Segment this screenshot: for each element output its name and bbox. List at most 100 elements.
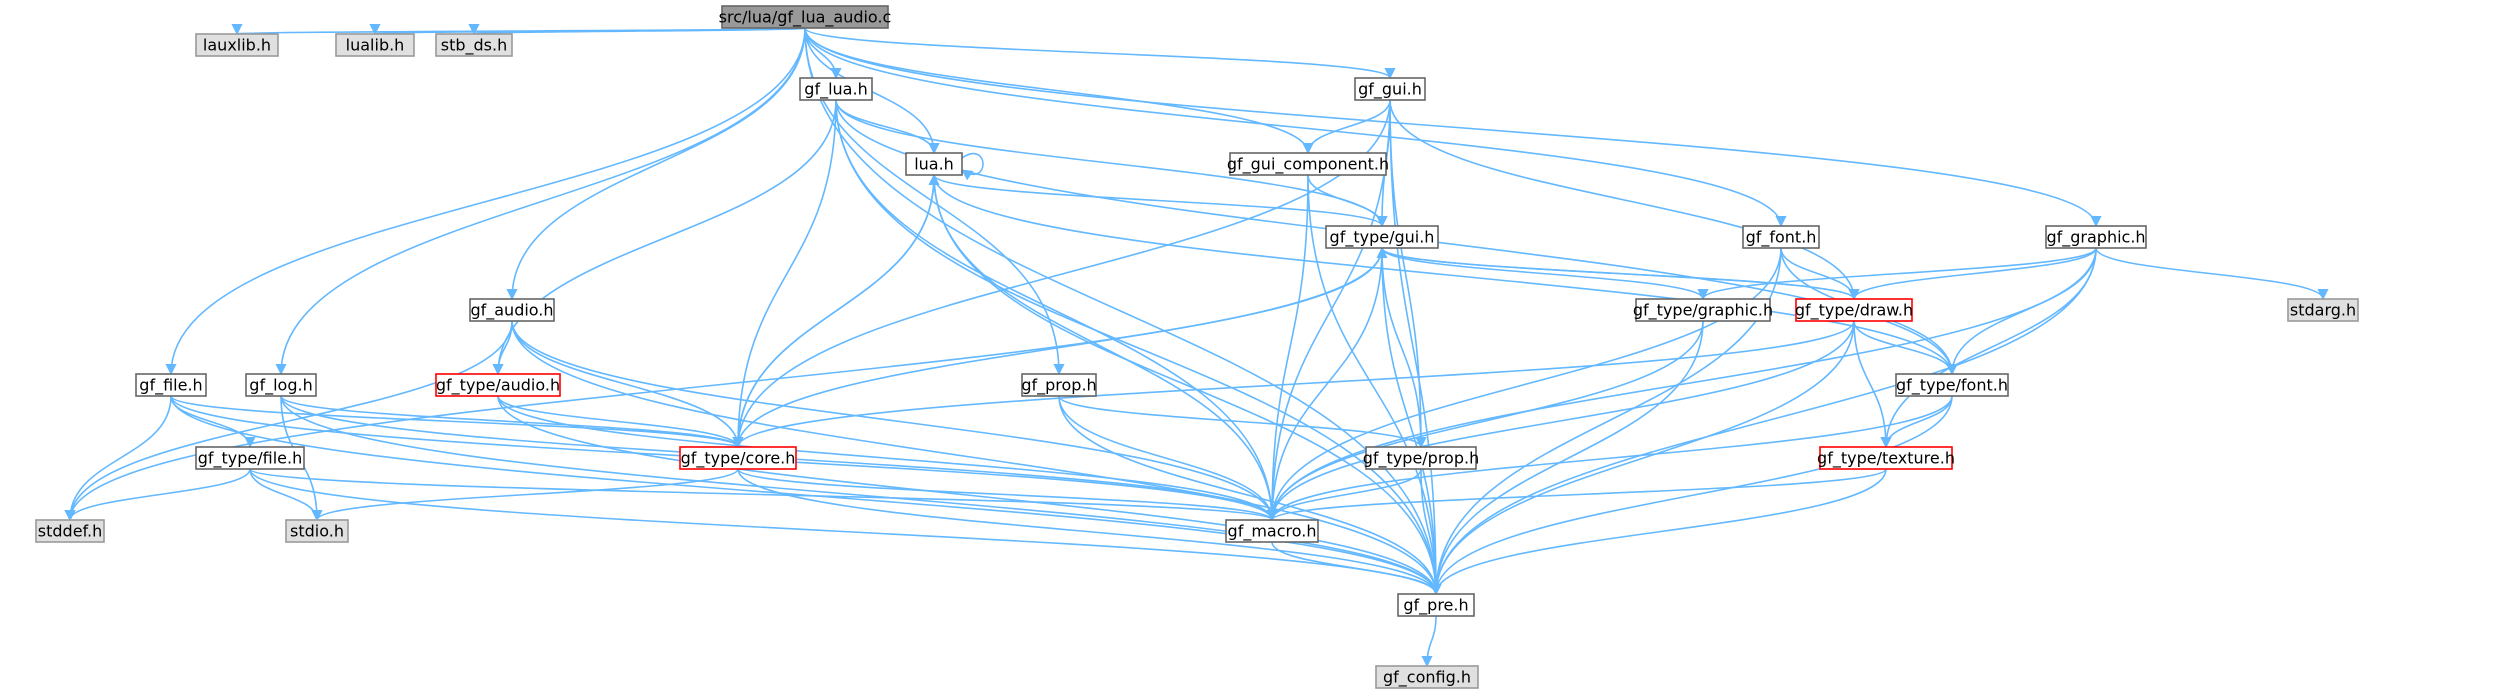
node-box xyxy=(1225,519,1319,543)
node-stb-ds-h: stb_ds.h xyxy=(435,33,513,57)
node-box xyxy=(1021,373,1097,397)
node-lauxlib-h: lauxlib.h xyxy=(195,33,279,57)
node-gf-type-audio-h[interactable]: gf_type/audio.h xyxy=(435,373,561,397)
edge-gf_type_audio_h-to-gf_pre_h xyxy=(497,395,1442,596)
edge-gf_lua_h-to-gf_type_core_h xyxy=(732,99,837,449)
edge-gf_audio_h-to-gf_macro_h xyxy=(511,320,1278,522)
node-label: gf_type/graphic.h xyxy=(1633,301,1773,321)
edge-gf_file_h-to-stddef_h xyxy=(64,395,172,522)
node-label: stb_ds.h xyxy=(441,36,507,56)
edge-gf_lua_h-to-gf_pre_h xyxy=(835,99,1442,596)
node-box xyxy=(1895,373,2009,397)
node-gf-type-file-h[interactable]: gf_type/file.h xyxy=(195,446,305,470)
node-gf-type-core-h[interactable]: gf_type/core.h xyxy=(679,446,797,470)
node-label: gf_pre.h xyxy=(1403,596,1468,616)
edge-gf_type_core_h-to-lua_h xyxy=(737,173,940,448)
edge-gf_gui_h-to-gf_pre_h xyxy=(1389,99,1442,596)
node-box xyxy=(799,77,873,101)
node-lualib-h: lualib.h xyxy=(335,33,415,57)
edge-lua_h-to-gf_pre_h xyxy=(933,174,1442,596)
edge-src_lua_gf_lua_audio_c-to-gf_gui_component_h xyxy=(804,27,1314,155)
node-gf-type-prop-h[interactable]: gf_type/prop.h xyxy=(1363,446,1479,470)
edge-gf_graphic_h-to-gf_pre_h xyxy=(1430,247,2097,596)
edge-src_lua_gf_lua_audio_c-to-gf_font_h xyxy=(804,27,1787,228)
node-gf-log-h[interactable]: gf_log.h xyxy=(245,373,317,397)
node-gf-gui-component-h[interactable]: gf_gui_component.h xyxy=(1227,152,1389,176)
node-gf-file-h[interactable]: gf_file.h xyxy=(135,373,207,397)
node-gf-pre-h[interactable]: gf_pre.h xyxy=(1397,593,1475,617)
node-label: lua.h xyxy=(914,155,954,174)
dependency-edges xyxy=(64,23,2329,668)
file-nodes: src/lua/gf_lua_audio.c lauxlib.h lualib.h s… xyxy=(35,5,2359,689)
node-box xyxy=(721,5,889,29)
node-gf-prop-h[interactable]: gf_prop.h xyxy=(1021,373,1097,397)
node-src-lua-gf-lua-audio-c: src/lua/gf_lua_audio.c xyxy=(719,5,891,29)
node-box xyxy=(1229,152,1387,176)
edge-gf_type_file_h-to-gf_macro_h xyxy=(249,468,1278,522)
node-label: gf_type/core.h xyxy=(681,449,796,469)
node-box xyxy=(1375,665,1479,689)
node-gf-audio-h[interactable]: gf_audio.h xyxy=(469,298,555,322)
node-gf-macro-h[interactable]: gf_macro.h xyxy=(1225,519,1319,543)
node-box xyxy=(1397,593,1475,617)
edge-src_lua_gf_lua_audio_c-to-gf_audio_h xyxy=(506,27,806,301)
edge-src_lua_gf_lua_audio_c-to-gf_file_h xyxy=(165,27,806,376)
node-box xyxy=(1365,446,1477,470)
node-stdarg-h: stdarg.h xyxy=(2287,298,2359,322)
edge-gf_type_draw_h-to-gf_pre_h xyxy=(1430,320,1855,596)
edge-gf_type_prop_h-to-gf_pre_h xyxy=(1420,468,1442,596)
edge-gf_type_core_h-to-stdio_h xyxy=(311,468,739,522)
edge-gf_type_gui_h-to-gf_type_graphic_h xyxy=(1381,247,1709,301)
node-box xyxy=(435,33,513,57)
node-label: gf_log.h xyxy=(249,376,312,396)
edge-gf_type_file_h-to-stddef_h xyxy=(64,468,251,522)
node-box xyxy=(195,33,279,57)
edge-src_lua_gf_lua_audio_c-to-gf_gui_h xyxy=(804,27,1396,80)
edge-gf_graphic_h-to-gf_macro_h xyxy=(1266,247,2097,522)
edge-gf_type_draw_h-to-gf_macro_h xyxy=(1266,320,1855,522)
edge-gf_type_gui_h-to-stddef_h xyxy=(64,247,1383,522)
node-box xyxy=(1325,225,1439,249)
node-label: gf_type/audio.h xyxy=(436,376,560,396)
node-label: gf_type/file.h xyxy=(198,449,303,469)
node-box xyxy=(1742,225,1820,249)
edge-src_lua_gf_lua_audio_c-to-gf_graphic_h xyxy=(804,27,2102,228)
node-lua-h[interactable]: lua.h xyxy=(905,152,963,176)
node-gf-gui-h[interactable]: gf_gui.h xyxy=(1354,77,1426,101)
node-box xyxy=(1819,446,1953,470)
node-gf-type-font-h[interactable]: gf_type/font.h xyxy=(1895,373,2009,397)
node-gf-font-h[interactable]: gf_font.h xyxy=(1742,225,1820,249)
edge-gf_pre_h-to-gf_config_h xyxy=(1421,615,1437,668)
node-label: gf_gui_component.h xyxy=(1227,155,1389,175)
node-gf-type-gui-h[interactable]: gf_type/gui.h xyxy=(1325,225,1439,249)
node-gf-graphic-h[interactable]: gf_graphic.h xyxy=(2045,225,2147,249)
node-label: gf_graphic.h xyxy=(2046,228,2145,248)
node-label: gf_lua.h xyxy=(804,80,867,100)
edge-lua_h-to-gf_type_gui_h xyxy=(933,174,1388,228)
node-label: gf_config.h xyxy=(1383,668,1471,688)
node-label: gf_gui.h xyxy=(1358,80,1422,100)
node-box xyxy=(1354,77,1426,101)
edge-gf_type_font_h-to-gf_pre_h xyxy=(1430,395,1953,596)
node-label: gf_type/texture.h xyxy=(1817,449,1955,469)
edge-gf_gui_h-to-gf_type_draw_h xyxy=(1389,99,1860,301)
edge-gf_type_graphic_h-to-gf_macro_h xyxy=(1266,320,1704,522)
edge-gf_type_gui_h-to-gf_macro_h xyxy=(1266,247,1383,522)
node-label: gf_macro.h xyxy=(1228,522,1317,542)
node-gf-type-texture-h[interactable]: gf_type/texture.h xyxy=(1817,446,1955,470)
edge-gf_audio_h-to-gf_type_core_h xyxy=(511,320,744,449)
node-label: lualib.h xyxy=(346,36,405,55)
edge-gf_type_core_h-to-gf_macro_h xyxy=(737,468,1278,522)
edge-gf_type_prop_h-to-gf_macro_h xyxy=(1266,468,1422,522)
node-gf-lua-h[interactable]: gf_lua.h xyxy=(799,77,873,101)
node-gf-type-graphic-h[interactable]: gf_type/graphic.h xyxy=(1633,298,1773,322)
node-box xyxy=(135,373,207,397)
node-box xyxy=(435,373,561,397)
node-box xyxy=(2287,298,2359,322)
node-box xyxy=(285,519,349,543)
edge-gf_gui_h-to-gf_gui_component_h xyxy=(1302,99,1391,155)
edge-gf_gui_component_h-to-gf_pre_h xyxy=(1307,174,1442,596)
node-gf-type-draw-h[interactable]: gf_type/draw.h xyxy=(1795,298,1913,322)
node-label: gf_type/font.h xyxy=(1896,376,2008,396)
edge-gf_log_h-to-gf_pre_h xyxy=(280,395,1442,596)
